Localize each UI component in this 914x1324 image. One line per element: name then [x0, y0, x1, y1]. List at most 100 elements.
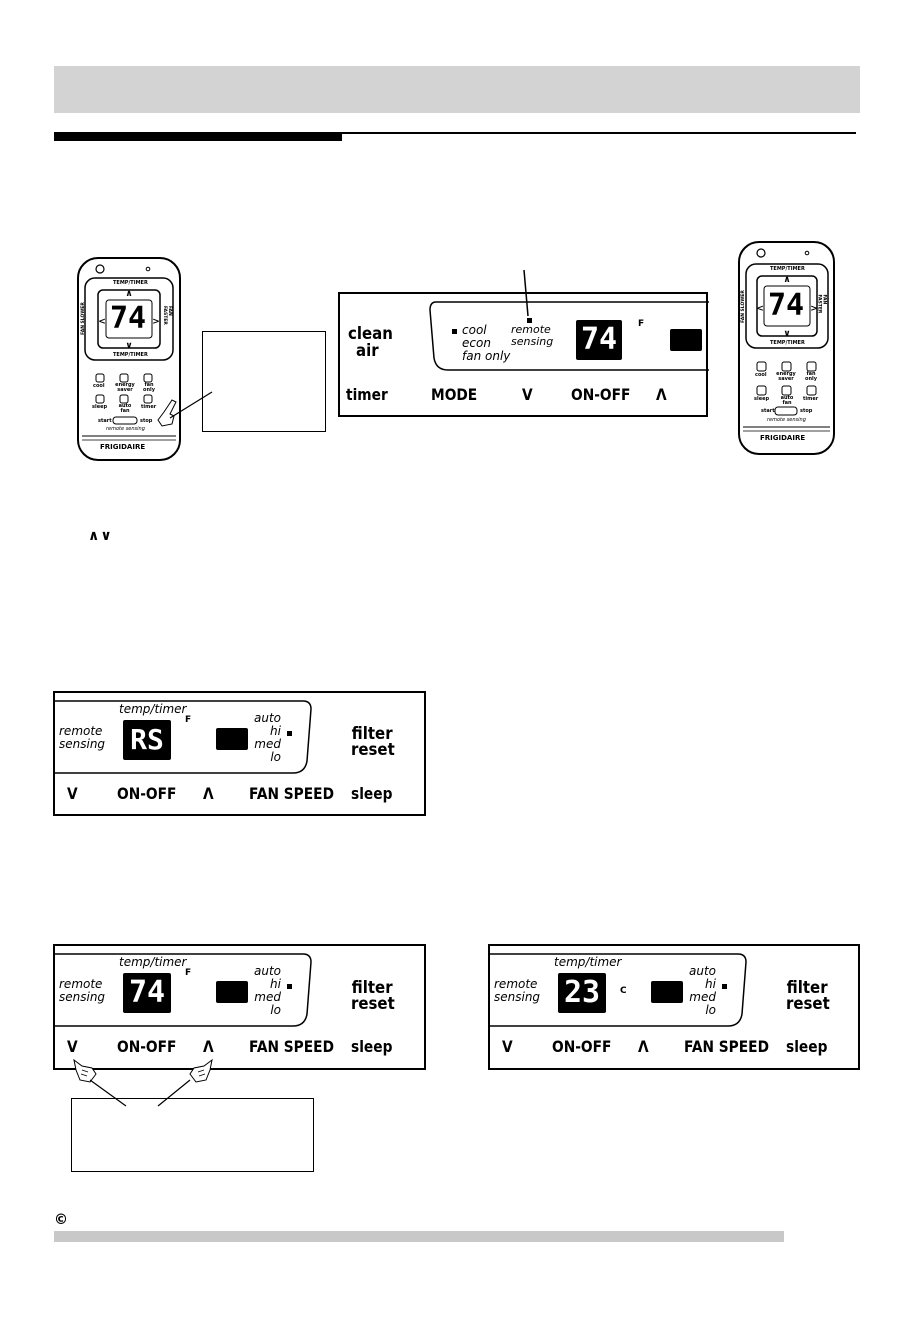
br-on-off-button[interactable]: ON-OFF	[552, 1037, 612, 1056]
control-panel-top: clean air cool econ fan only remote sens…	[338, 292, 709, 417]
remote-body-right: ∧ ∨ < >	[738, 241, 835, 455]
svg-text:>: >	[152, 317, 160, 327]
svg-text:>: >	[810, 304, 818, 314]
bl-unit-label: F	[185, 968, 192, 978]
remote-left-bottom-label: TEMP/TIMER	[113, 352, 148, 358]
remote-left-btn-cool[interactable]: cool	[93, 383, 105, 389]
bl-remote-sensing-label: remote sensing	[59, 978, 105, 1004]
remote-right-btn-cool[interactable]: cool	[755, 372, 767, 378]
mid-filter-line: filter	[351, 724, 393, 744]
mid-temp-timer-label: temp/timer	[119, 702, 187, 716]
remote-left-fan-slower: FAN SLOWER	[80, 302, 86, 335]
mid-auto-indicator	[287, 731, 292, 736]
br-auto-indicator	[722, 984, 727, 989]
remote-left-start[interactable]: start	[98, 418, 112, 424]
bl-indicator-block	[216, 981, 248, 1003]
bl-reset-line: reset	[351, 994, 395, 1014]
footer-bar	[54, 1231, 784, 1242]
cool-indicator	[452, 329, 457, 334]
mid-filter-reset-button[interactable]: filter reset	[351, 724, 395, 760]
remote-right-brand: FRIGIDAIRE	[760, 434, 806, 442]
remote-body-left: ∧ ∨ < >	[77, 257, 181, 461]
mid-temp-display: RS	[123, 720, 171, 760]
callout-box-arrows	[71, 1098, 314, 1172]
mid-indicator-block	[216, 728, 248, 750]
mid-sleep-button[interactable]: sleep	[351, 784, 393, 803]
remote-right-btn-energy-saver[interactable]: energy saver	[776, 371, 796, 382]
svg-text:∨: ∨	[783, 329, 790, 339]
on-off-button[interactable]: ON-OFF	[571, 385, 631, 404]
bl-on-off-button[interactable]: ON-OFF	[117, 1037, 177, 1056]
section-rule-thick	[54, 132, 342, 141]
remote-right-fan-faster: FAN FASTER	[816, 294, 827, 314]
timer-button[interactable]: timer	[346, 385, 388, 404]
display-outline-br	[490, 953, 747, 1027]
header-bar	[54, 66, 860, 113]
br-reset-line: reset	[786, 994, 830, 1014]
bl-filter-reset-button[interactable]: filter reset	[351, 980, 395, 1014]
up-button[interactable]: Λ	[656, 385, 667, 404]
bl-down-button[interactable]: V	[67, 1037, 78, 1056]
mode-button[interactable]: MODE	[431, 385, 478, 404]
br-unit-label: C	[620, 986, 627, 996]
svg-text:<: <	[98, 317, 106, 327]
mid-speed-list: auto hi med lo	[253, 712, 281, 764]
remote-left-btn-auto-fan[interactable]: auto fan	[118, 403, 132, 414]
bl-remote-sensing-line1: remote	[59, 977, 103, 991]
callout-lines-arrows	[89, 1079, 191, 1107]
down-button[interactable]: V	[522, 385, 533, 404]
clean-air-label[interactable]: clean air	[348, 326, 393, 360]
bl-speed-med: med	[254, 990, 281, 1004]
remote-right-btn-fan-only[interactable]: fan only	[805, 371, 817, 382]
mid-down-button[interactable]: V	[67, 784, 78, 803]
remote-left-stop[interactable]: stop	[140, 418, 153, 424]
mid-remote-sensing-line2: sensing	[59, 737, 106, 751]
remote-left-btn-energy-saver[interactable]: energy saver	[115, 382, 135, 393]
remote-left-btn-timer[interactable]: timer	[141, 404, 157, 410]
remote-right-temp: 74	[768, 288, 805, 323]
bl-auto-indicator	[287, 984, 292, 989]
mid-remote-sensing-label: remote sensing	[59, 725, 105, 751]
pointing-hand-icon	[189, 1058, 213, 1083]
callout-line-remote	[169, 391, 213, 419]
br-sleep-button[interactable]: sleep	[786, 1037, 828, 1056]
remote-right-fan-slower: FAN SLOWER	[740, 290, 746, 323]
svg-text:∧: ∧	[783, 275, 790, 285]
remote-sensing-line2: sensing	[511, 335, 554, 348]
mid-up-button[interactable]: Λ	[203, 784, 214, 803]
pointing-hand-icon	[73, 1058, 97, 1083]
br-fan-speed-button[interactable]: FAN SPEED	[684, 1037, 769, 1056]
br-up-button[interactable]: Λ	[638, 1037, 649, 1056]
br-down-button[interactable]: V	[502, 1037, 513, 1056]
remote-right-btn-timer[interactable]: timer	[803, 396, 819, 402]
remote-left-temp: 74	[110, 301, 147, 336]
mid-fan-speed-button[interactable]: FAN SPEED	[249, 784, 334, 803]
remote-left-btn-sleep[interactable]: sleep	[92, 404, 108, 410]
copyright-symbol: ©	[54, 1212, 68, 1228]
svg-text:∨: ∨	[125, 341, 132, 351]
remote-sensing-label: remote sensing	[511, 324, 553, 348]
mid-remote-sensing-line1: remote	[59, 724, 103, 738]
remote-right-btn-auto-fan[interactable]: auto fan	[780, 395, 794, 406]
remote-sensing-line1: remote	[511, 323, 551, 336]
remote-control-right: ∧ ∨ < > TEMP/TIMER TEMP/TIMER FAN SLOWER…	[737, 240, 836, 456]
br-speed-lo: lo	[705, 1003, 716, 1017]
br-filter-reset-button[interactable]: filter reset	[786, 980, 830, 1014]
remote-left-brand: FRIGIDAIRE	[100, 443, 146, 451]
remote-right-stop[interactable]: stop	[800, 408, 813, 414]
arrow-remote-sensing	[523, 269, 529, 317]
bl-up-button[interactable]: Λ	[203, 1037, 214, 1056]
br-speed-hi: hi	[705, 977, 716, 991]
mid-reset-line: reset	[351, 740, 395, 760]
remote-right-btn-sleep[interactable]: sleep	[754, 396, 770, 402]
mid-on-off-button[interactable]: ON-OFF	[117, 784, 177, 803]
remote-left-btn-fan-only[interactable]: fan only	[143, 382, 155, 393]
bl-sleep-button[interactable]: sleep	[351, 1037, 393, 1056]
remote-right-start[interactable]: start	[761, 408, 775, 414]
bl-fan-speed-button[interactable]: FAN SPEED	[249, 1037, 334, 1056]
br-remote-sensing-line1: remote	[494, 977, 538, 991]
br-speed-med: med	[689, 990, 716, 1004]
br-temp-timer-label: temp/timer	[554, 955, 622, 969]
mid-unit-label: F	[185, 715, 192, 725]
svg-text:<: <	[756, 304, 764, 314]
